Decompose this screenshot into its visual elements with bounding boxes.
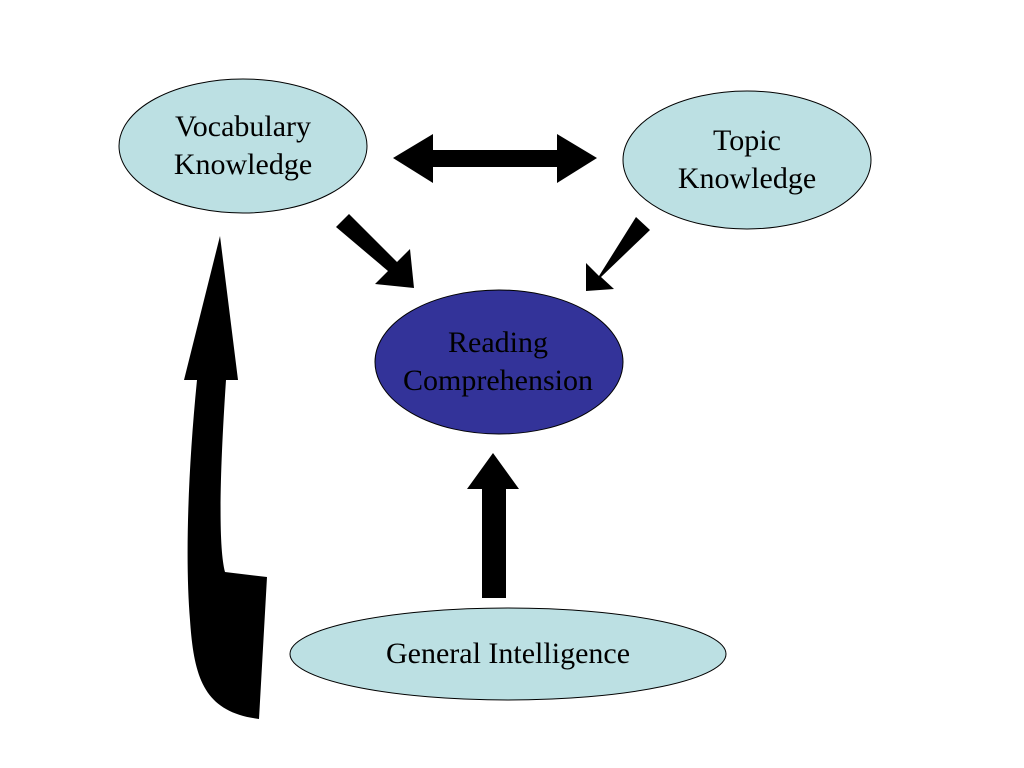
vocabulary-to-reading-arrow xyxy=(336,214,414,288)
general-to-vocabulary-curved-arrow xyxy=(184,236,267,719)
vocabulary-topic-double-arrow xyxy=(393,134,597,183)
topic-knowledge-label: Topic Knowledge xyxy=(677,124,817,195)
reading-comprehension-node xyxy=(374,289,624,435)
general-intelligence-label: General Intelligence xyxy=(385,637,631,670)
reading-comprehension-label: Reading Comprehension xyxy=(403,326,593,397)
vocabulary-knowledge-label: Vocabulary Knowledge xyxy=(173,110,313,181)
topic-to-reading-arrow xyxy=(586,217,650,291)
vocabulary-knowledge-node xyxy=(118,78,368,214)
topic-knowledge-node xyxy=(622,90,872,230)
general-intelligence-node xyxy=(289,607,727,701)
general-to-reading-arrow xyxy=(467,453,519,598)
